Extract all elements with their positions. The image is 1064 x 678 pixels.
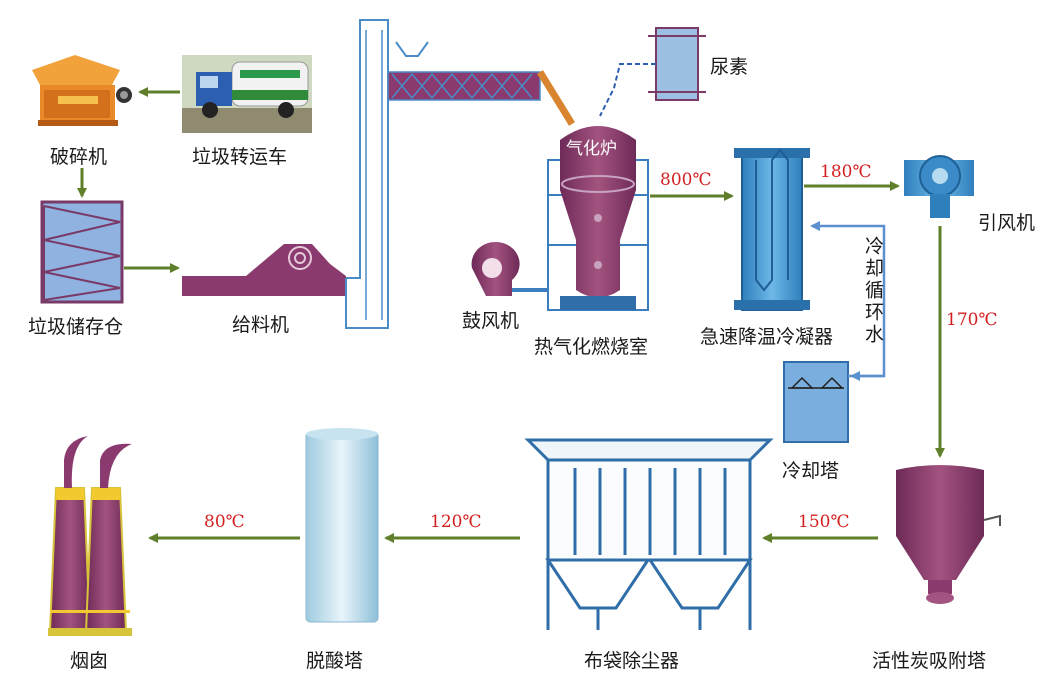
label-induced-fan: 引风机 [978,212,1036,234]
label-cooling-water: 冷却循环水 [862,236,884,346]
quench-condenser [734,148,810,311]
flow-arrows [77,87,945,543]
label-gasifier: 气化炉 [566,139,617,159]
feeder-machine [182,244,346,296]
label-blower: 鼓风机 [462,310,520,332]
induced-draft-fan [904,155,974,218]
screw-conveyor [387,41,575,126]
crusher-machine [32,55,132,126]
temp-180: 180℃ [820,162,872,182]
label-garbage-truck: 垃圾转运车 [192,146,288,168]
gasifier-combustion-chamber [547,126,649,311]
garbage-storage-bin [40,200,124,304]
label-crusher: 破碎机 [50,146,108,168]
temp-170: 170℃ [946,310,998,330]
blower-fan [471,241,548,296]
label-feeder: 给料机 [232,314,290,336]
label-bag-filter: 布袋除尘器 [584,650,680,672]
chimney-stacks [48,436,132,636]
label-cooling-tower: 冷却塔 [782,460,840,482]
bag-filter [524,438,774,630]
label-activated-carbon-tower: 活性炭吸附塔 [872,650,987,672]
garbage-truck-image [182,55,312,133]
temp-150: 150℃ [798,512,850,532]
label-urea: 尿素 [710,56,749,78]
cooling-water-loop [810,221,886,381]
activated-carbon-tower [896,465,1001,604]
label-deacid-tower: 脱酸塔 [306,650,364,672]
label-quench-condenser: 急速降温冷凝器 [700,326,834,348]
urea-unit [599,27,706,117]
temp-80: 80℃ [204,512,245,532]
label-combustion-chamber: 热气化燃烧室 [534,336,649,358]
cooling-tower [783,361,849,443]
label-chimney: 烟囱 [70,650,109,672]
bucket-elevator [345,19,389,329]
label-storage-bin: 垃圾储存仓 [28,316,124,338]
temp-120: 120℃ [430,512,482,532]
deacid-tower [305,428,379,623]
temp-800: 800℃ [660,170,712,190]
